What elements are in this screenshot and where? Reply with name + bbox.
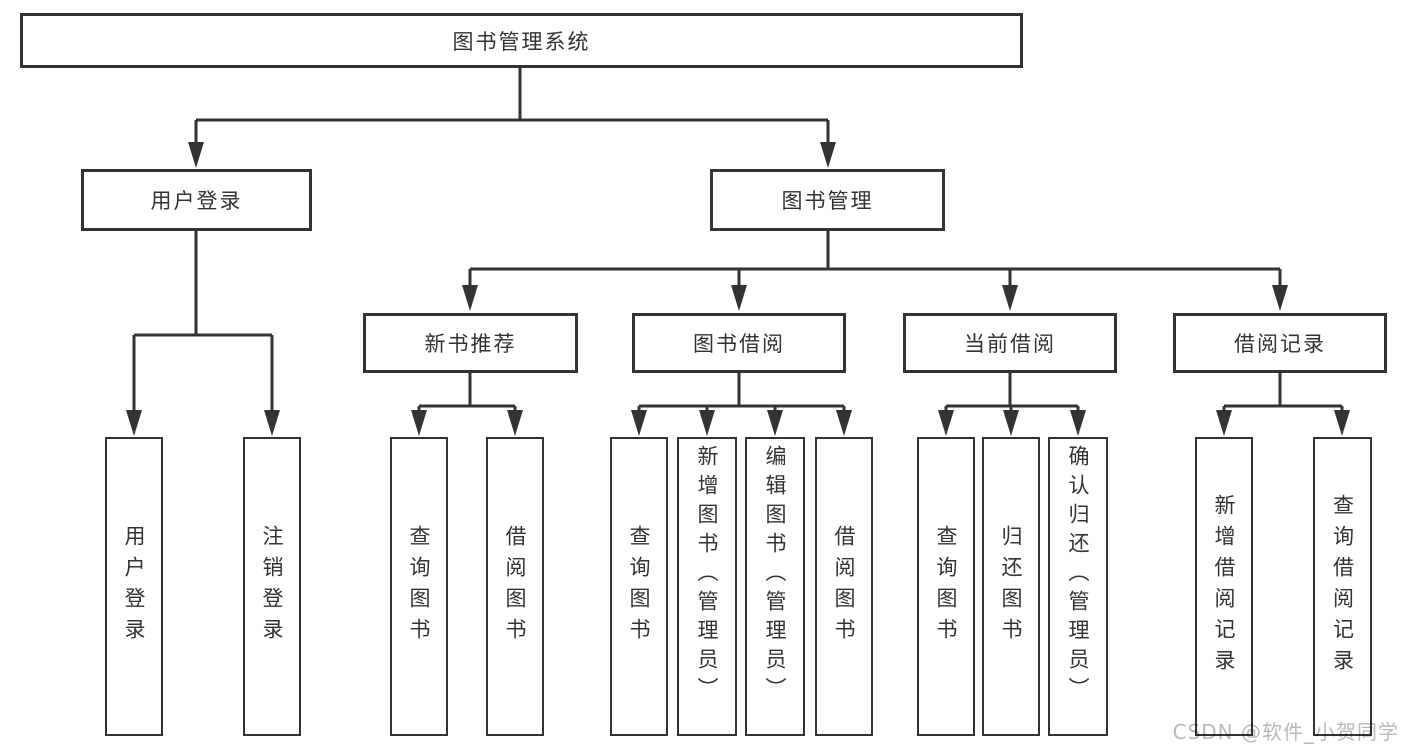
leaf-add-borrow-record: 新增借阅记录: [1195, 437, 1253, 736]
node-current-borrow: 当前借阅: [903, 313, 1117, 373]
arrowhead-icons: [126, 142, 1350, 436]
node-borrow-records: 借阅记录: [1173, 313, 1387, 373]
leaf-edit-book-admin: 编辑图书（管理员）: [745, 437, 805, 736]
node-book-management: 图书管理: [710, 169, 945, 231]
leaf-return-book: 归还图书: [982, 437, 1040, 736]
leaf-query-books-borrow: 查询图书: [610, 437, 668, 736]
node-library-system: 图书管理系统: [20, 13, 1023, 68]
leaf-logout: 注销登录: [243, 437, 301, 736]
node-book-borrow: 图书借阅: [632, 313, 846, 373]
leaf-user-login: 用户登录: [105, 437, 163, 736]
node-new-book-recommend: 新书推荐: [363, 313, 578, 373]
leaf-query-borrow-record: 查询借阅记录: [1313, 437, 1372, 736]
leaf-borrow-books-recommend: 借阅图书: [486, 437, 544, 736]
node-user-login: 用户登录: [81, 169, 312, 231]
watermark: CSDN @软件_小贺同学: [1172, 720, 1399, 744]
leaf-query-books-current: 查询图书: [917, 437, 975, 736]
leaf-confirm-return-admin: 确认归还（管理员）: [1048, 437, 1108, 736]
leaf-add-book-admin: 新增图书（管理员）: [677, 437, 737, 736]
leaf-borrow-books: 借阅图书: [815, 437, 873, 736]
leaf-query-books-recommend: 查询图书: [390, 437, 448, 736]
